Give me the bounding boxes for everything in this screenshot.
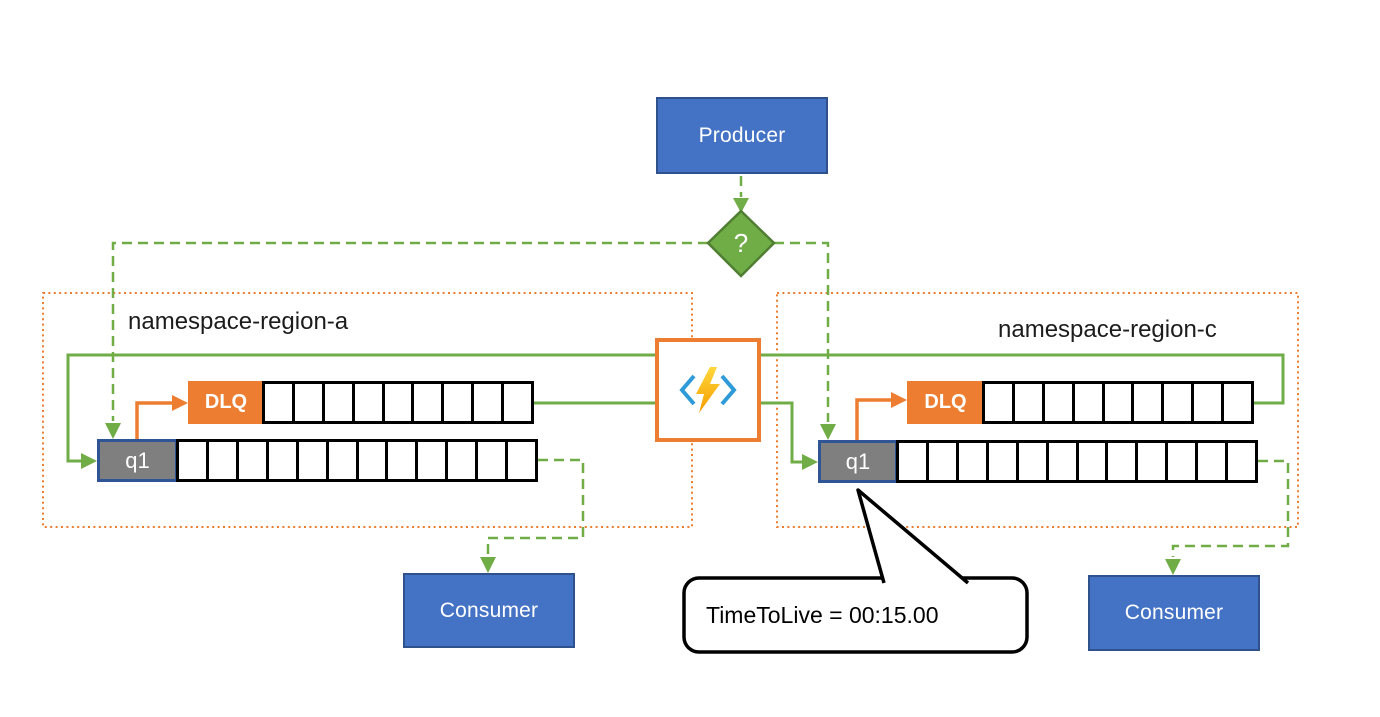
callout-text: TimeToLive = 00:15.00 [706, 601, 939, 628]
connector-router-to-q1-right [774, 241, 830, 422]
queue-cell [1078, 443, 1109, 480]
q1-queue-left [176, 439, 538, 482]
queue-cell [444, 384, 475, 421]
queue-cell [1074, 384, 1105, 421]
connector-q1-to-dlq-left [135, 401, 174, 439]
queue-cell [1164, 384, 1195, 421]
dlq-queue-right [982, 381, 1254, 424]
queue-cell [1138, 443, 1169, 480]
arrowhead-into-q1-right [802, 454, 818, 470]
queue-cell [1014, 384, 1045, 421]
queue-cell [1168, 443, 1199, 480]
q1-right-label: q1 [845, 448, 871, 474]
arrowhead-router-to-q1-right [820, 424, 836, 440]
queue-cell [985, 384, 1015, 421]
q1-box-left: q1 [97, 439, 178, 482]
queue-cell [1018, 443, 1049, 480]
arrowhead-into-q1-left [81, 453, 97, 469]
queue-cell [1194, 384, 1225, 421]
router-label: ? [733, 227, 749, 258]
dlq-queue-left [262, 381, 534, 424]
queue-cell [298, 442, 329, 479]
left-bracket-icon [679, 374, 696, 406]
arrowhead-into-router [733, 198, 749, 213]
queue-cell [474, 384, 505, 421]
region-a-label: namespace-region-a [128, 308, 349, 335]
queue-cell [1198, 443, 1229, 480]
consumer-right-label: Consumer [1124, 601, 1224, 624]
function-node [655, 338, 761, 442]
connector-function-to-q1-right [761, 401, 804, 464]
queue-cell [179, 442, 209, 479]
queue-cell [294, 384, 325, 421]
producer-node: Producer [656, 97, 828, 174]
queue-cell [238, 442, 269, 479]
queue-cell [988, 443, 1019, 480]
queue-cell [1048, 443, 1079, 480]
queue-cell [1104, 384, 1135, 421]
arrowhead-into-dlq-right [891, 392, 907, 408]
arrowhead-into-dlq-left [172, 395, 188, 411]
connector-q1-to-dlq-right [855, 398, 893, 440]
queue-cell [928, 443, 959, 480]
queue-cell [208, 442, 239, 479]
queue-cell [265, 384, 295, 421]
arrowhead-router-to-q1-left [105, 423, 121, 439]
queue-cell [1134, 384, 1165, 421]
queue-cell [324, 384, 355, 421]
queue-cell [1228, 443, 1256, 480]
region-c-label: namespace-region-c [998, 316, 1217, 343]
queue-cell [358, 442, 389, 479]
consumer-node-left: Consumer [403, 573, 575, 648]
dlq-left-label: DLQ [204, 391, 248, 413]
dlq-box-left: DLQ [188, 381, 264, 424]
queue-cell [328, 442, 359, 479]
consumer-node-right: Consumer [1088, 575, 1260, 651]
q1-queue-right [896, 440, 1258, 483]
consumer-left-label: Consumer [439, 598, 539, 622]
queue-cell [478, 442, 509, 479]
queue-cell [354, 384, 385, 421]
queue-cell [958, 443, 989, 480]
callout-tail [856, 488, 970, 585]
arrowhead-into-consumer-left [480, 557, 496, 573]
queue-cell [899, 443, 929, 480]
arrowhead-into-consumer-right [1165, 559, 1181, 575]
queue-cell [448, 442, 479, 479]
queue-cell [388, 442, 419, 479]
queue-cell [414, 384, 445, 421]
q1-box-right: q1 [818, 440, 898, 483]
queue-cell [268, 442, 299, 479]
queue-cell [508, 442, 536, 479]
azure-function-icon [679, 367, 737, 413]
queue-cell [384, 384, 415, 421]
queue-cell [1224, 384, 1252, 421]
queue-cell [504, 384, 532, 421]
queue-cell [418, 442, 449, 479]
dlq-box-right: DLQ [907, 381, 984, 424]
queue-cell [1044, 384, 1075, 421]
producer-label: Producer [698, 123, 786, 147]
q1-left-label: q1 [125, 447, 150, 473]
lightning-bolt-icon [696, 367, 720, 413]
queue-cell [1108, 443, 1139, 480]
right-bracket-icon [720, 374, 737, 406]
dlq-right-label: DLQ [924, 391, 967, 413]
